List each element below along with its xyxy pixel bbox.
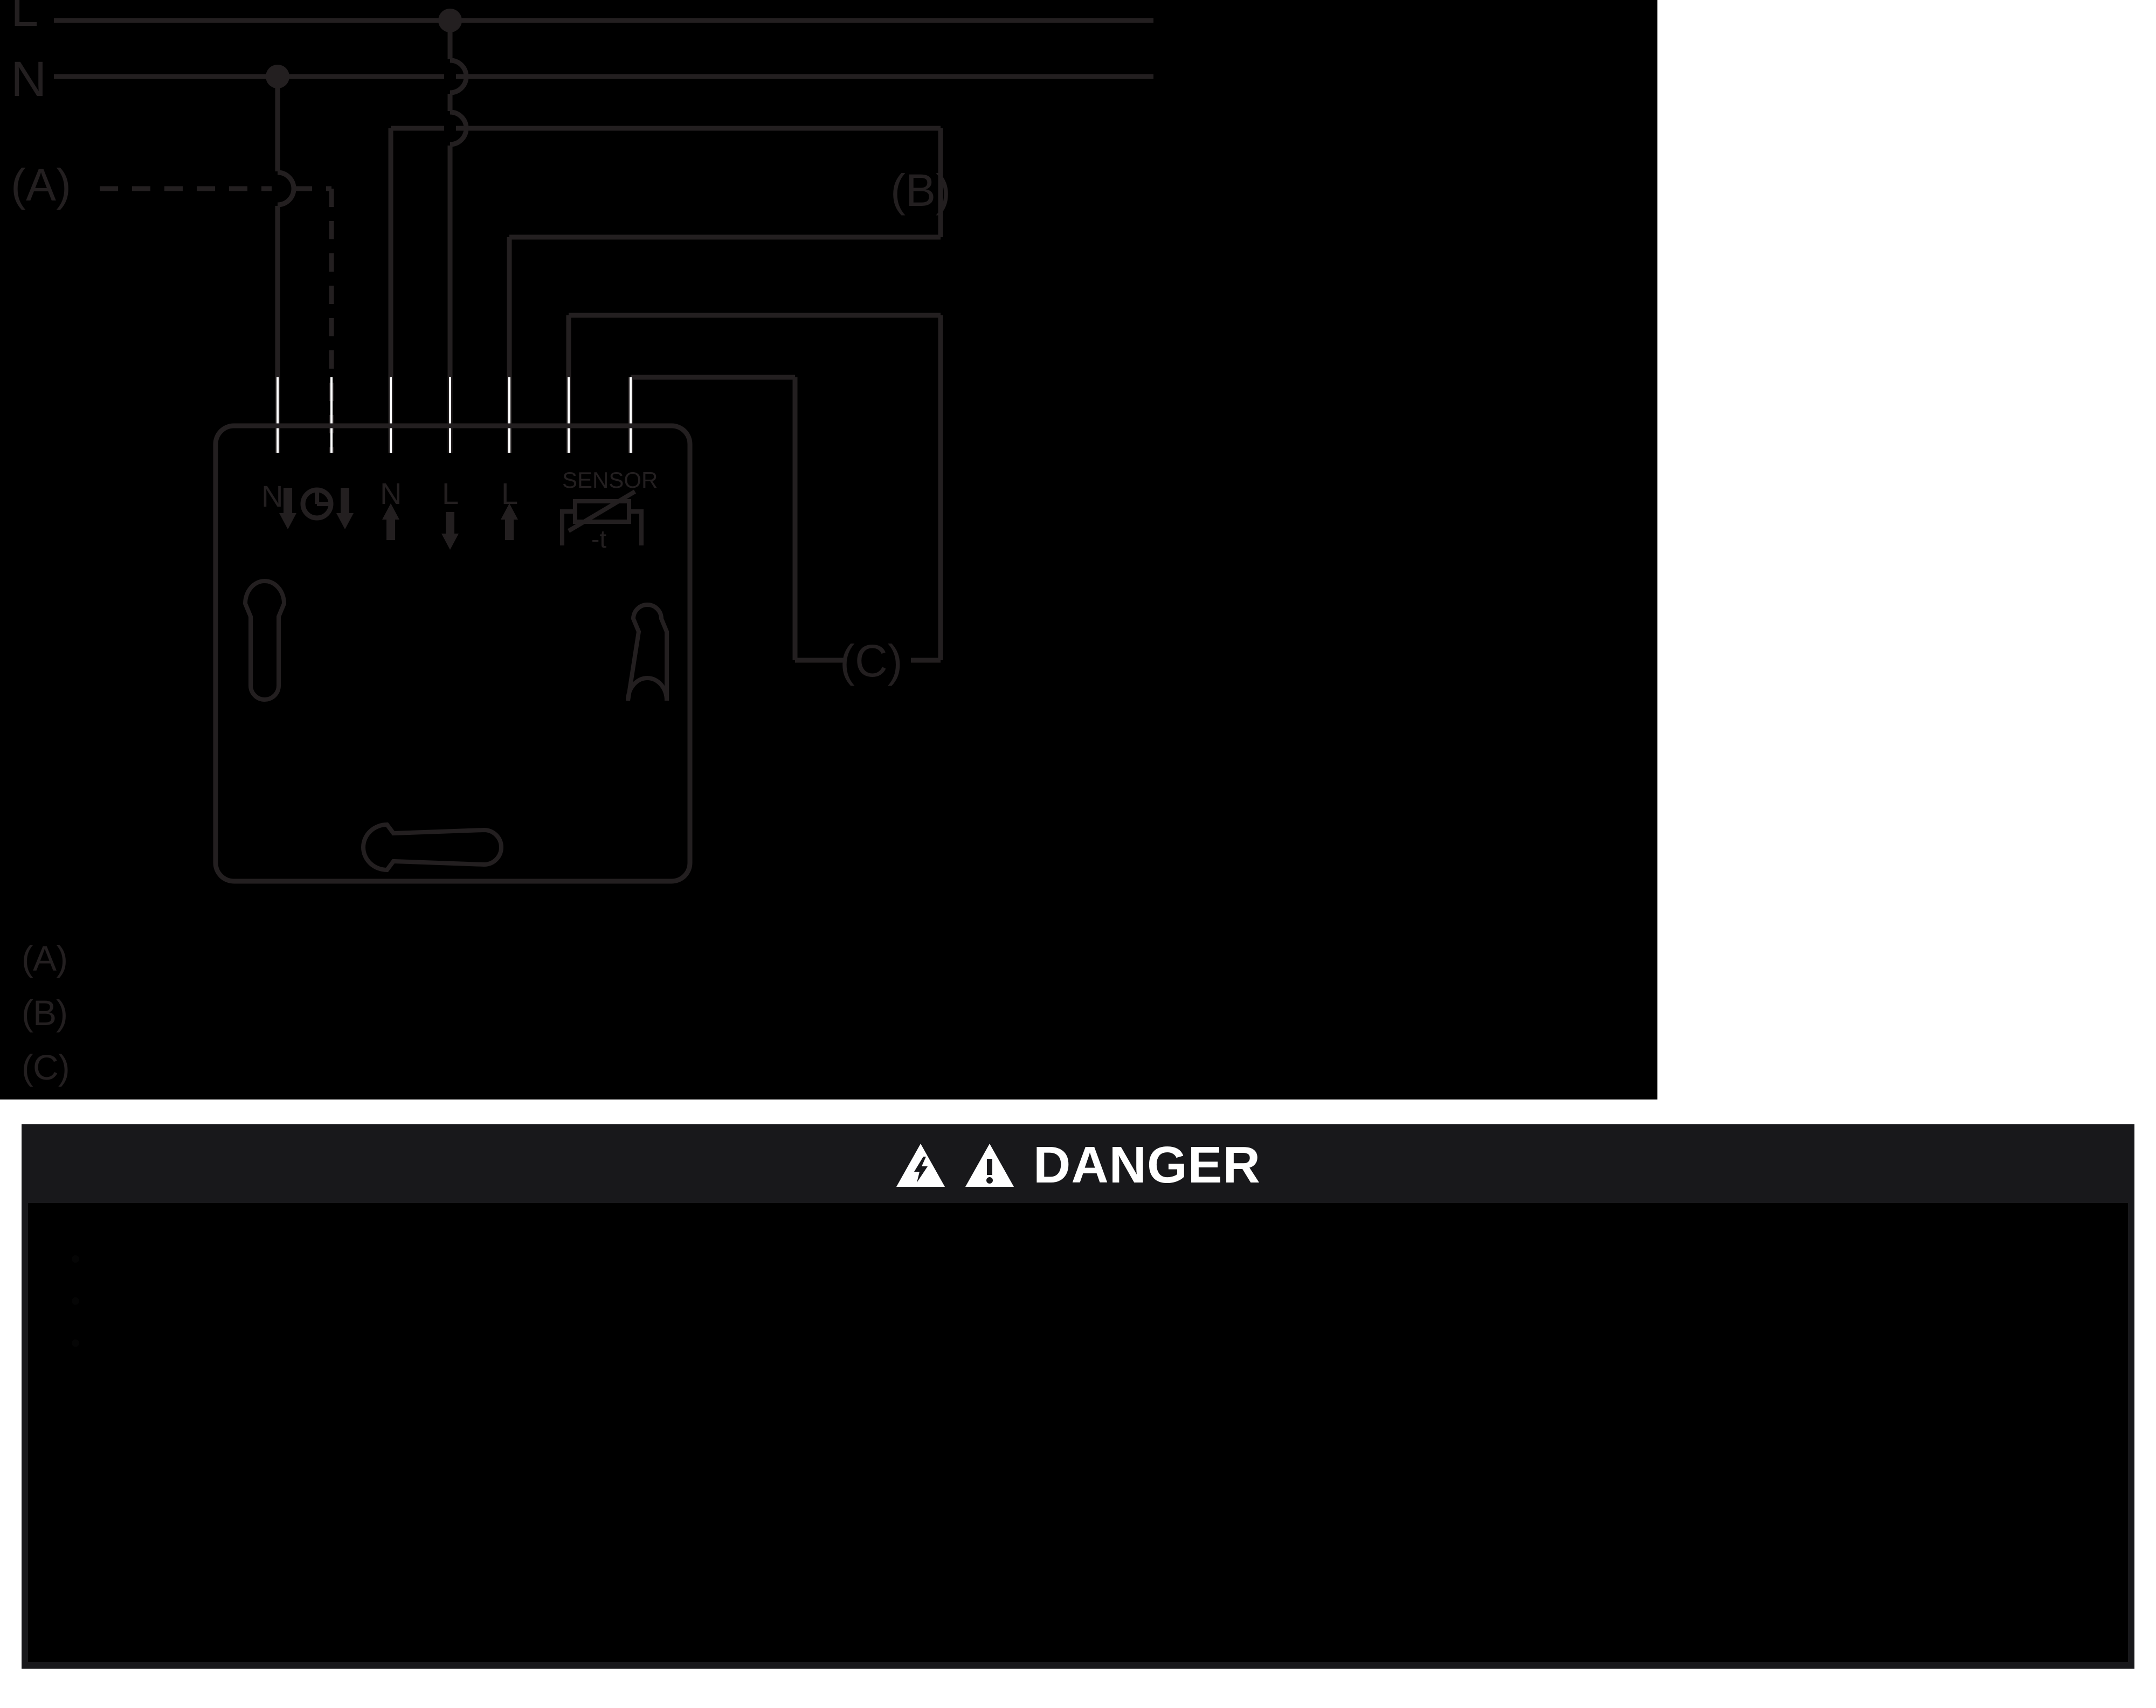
danger-list-item-1 [91, 1241, 2098, 1275]
live-rail-label: L [11, 0, 38, 37]
danger-title: DANGER [1033, 1136, 1261, 1194]
terminal-5-arrow-up-icon [501, 503, 518, 540]
terminal-3-arrow-up-icon [382, 503, 399, 540]
thermostat-body-outline [213, 423, 693, 884]
mounting-slot-right-icon [626, 603, 669, 701]
terminal-2-clock-icon [300, 487, 334, 521]
terminal-1-arrow-down-icon [279, 488, 296, 529]
terminal-markers [277, 377, 632, 453]
wiring-diagram-svg: L N [11, 0, 1153, 884]
sensor-coefficient-label: -t [591, 525, 606, 553]
callout-b-label: (B) [890, 165, 951, 216]
callout-c-label: (C) [840, 635, 903, 686]
mounting-slot-left-icon [243, 579, 287, 702]
mounting-slot-bottom-icon [361, 822, 503, 873]
high-voltage-warning-icon [896, 1144, 945, 1187]
danger-callout-box: DANGER [22, 1124, 2134, 1669]
legend-key-a: (A) [22, 938, 68, 978]
danger-header: DANGER [25, 1128, 2131, 1203]
ntc-thermistor-icon [560, 489, 644, 545]
terminal-2-arrow-down-icon [336, 488, 354, 529]
legend-key-b: (B) [22, 993, 68, 1033]
terminal-1-label: N [261, 479, 283, 513]
terminal-4-arrow-down-icon [441, 512, 459, 550]
legend-item-a: (A) [22, 941, 1315, 995]
neutral-rail-label: N [11, 52, 46, 107]
wiring-diagram-panel: L N [0, 0, 1657, 1100]
junction-dot-neutral [266, 65, 289, 88]
general-warning-icon [965, 1144, 1014, 1187]
terminal-4-label: L [442, 476, 459, 510]
callout-a-label: (A) [11, 160, 71, 210]
legend-key-c: (C) [22, 1047, 70, 1087]
danger-list [58, 1241, 2098, 1359]
junction-dot-live [438, 9, 462, 32]
sensor-caption: SENSOR [562, 467, 658, 493]
danger-body [28, 1203, 2128, 1662]
legend-item-c: (C) [22, 1049, 1315, 1100]
legend-item-b: (B) [22, 995, 1315, 1049]
danger-list-item-3 [91, 1325, 2098, 1359]
diagram-legend: (A) (B) (C) [22, 941, 1315, 1100]
danger-list-item-2 [91, 1283, 2098, 1317]
